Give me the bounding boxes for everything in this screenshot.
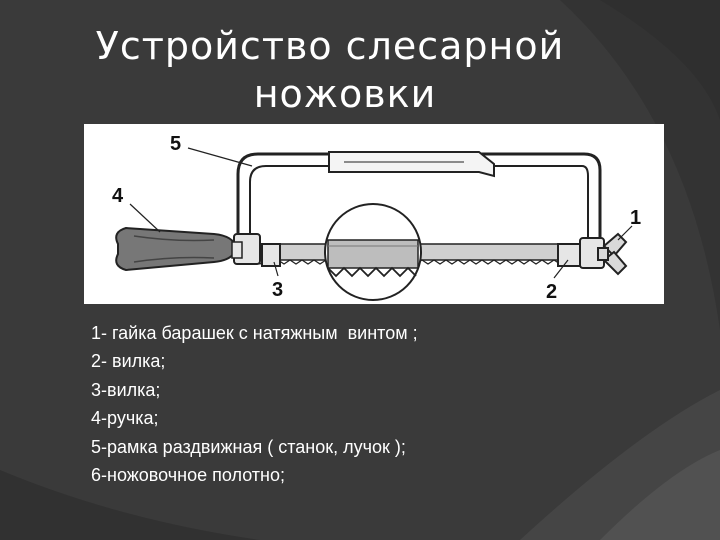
magnifier-circle <box>324 203 422 301</box>
frame-drawing <box>236 151 602 242</box>
legend-item: 4-ручка; <box>91 408 159 429</box>
callout-1: 1 <box>630 207 641 229</box>
wing-nut-drawing <box>597 232 628 276</box>
legend-item: 6-ножовочное полотно; <box>91 465 286 486</box>
callout-2: 2 <box>546 281 557 303</box>
slide-title: Устройство слесарной ножовки <box>0 22 660 118</box>
callout-3: 3 <box>272 279 283 301</box>
legend-item: 1- гайка барашек с натяжным винтом ; <box>91 323 418 343</box>
leader-lines <box>129 147 633 279</box>
hacksaw-drawing: 5 4 3 2 1 <box>112 133 641 303</box>
callout-5: 5 <box>170 133 181 155</box>
callout-4: 4 <box>112 185 124 207</box>
legend-item: 3-вилка; <box>91 379 161 400</box>
title-line-2: ножовки <box>253 72 437 116</box>
legend-item: 2- вилка; <box>91 351 166 372</box>
handle-drawing <box>115 226 243 272</box>
hacksaw-illustration: 5 4 3 2 1 <box>84 124 664 304</box>
legend-item: 5-рамка раздвижная ( станок, лучок ); <box>91 436 406 457</box>
parts-legend: 1- гайка барашек с натяжным винтом ; 2- … <box>91 319 418 489</box>
title-line-1: Устройство слесарной <box>95 24 565 68</box>
